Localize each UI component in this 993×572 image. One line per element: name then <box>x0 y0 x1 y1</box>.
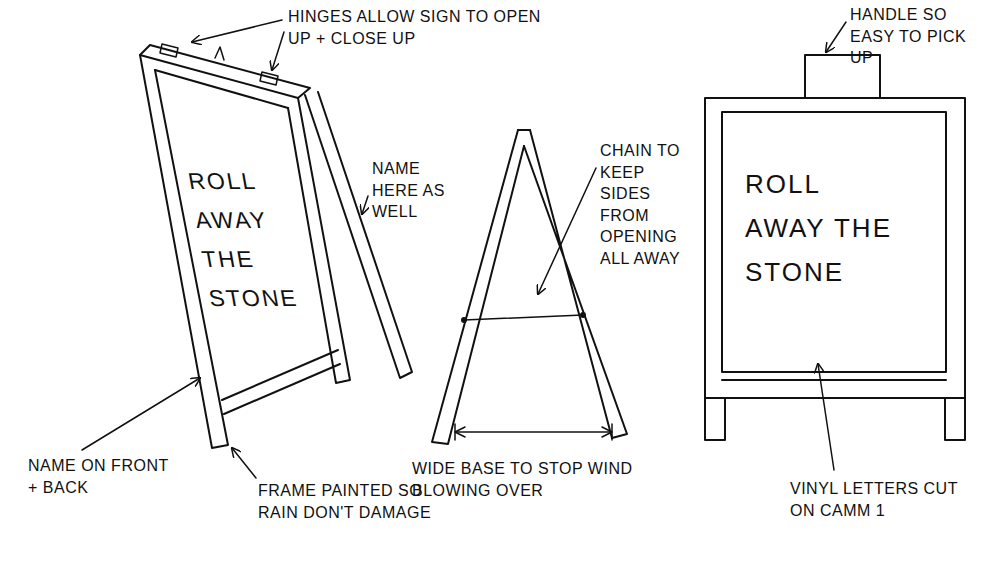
a-frame-front-view <box>705 55 965 440</box>
annotation-note: CHAIN TO KEEP SIDES FROM OPENING ALL AWA… <box>600 140 695 270</box>
annotation-note: HINGES ALLOW SIGN TO OPEN UP + CLOSE UP <box>288 6 558 49</box>
annotation-note: WIDE BASE TO STOP WIND BLOWING OVER <box>412 458 682 501</box>
a-frame-side-view <box>432 130 627 444</box>
annotation-note: NAME HERE AS WELL <box>372 158 462 223</box>
sign-lettering: ROLL AWAY THE STONE <box>745 162 895 295</box>
sign-lettering-panel: ROLL AWAY THE STONE <box>745 162 895 295</box>
annotation-note: VINYL LETTERS CUT ON CAMM 1 <box>790 478 980 521</box>
annotation-note: NAME ON FRONT + BACK <box>28 455 178 498</box>
annotation-note: HANDLE SO EASY TO PICK UP <box>850 4 985 69</box>
leader-lines <box>82 20 846 478</box>
a-frame-perspective <box>140 44 412 448</box>
